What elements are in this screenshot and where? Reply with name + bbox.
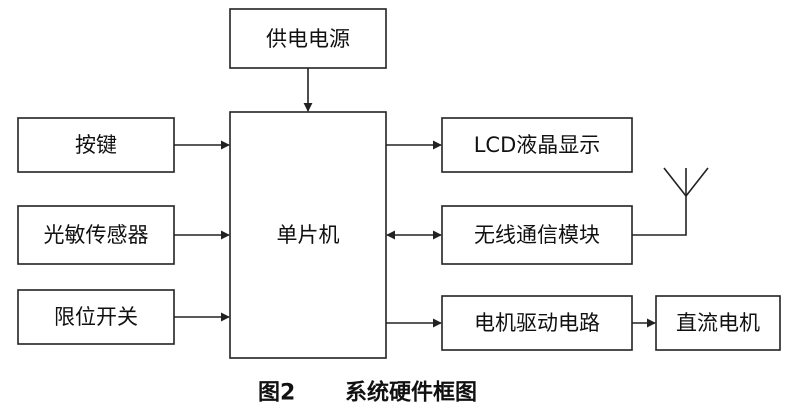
mcu-block: 单片机 (229, 111, 387, 359)
light-sensor-block: 光敏传感器 (17, 205, 175, 265)
figure-title: 系统硬件框图 (345, 380, 477, 406)
dc-motor-label: 直流电机 (676, 311, 760, 335)
light-sensor-label: 光敏传感器 (44, 223, 149, 247)
motor-driver-block: 电机驱动电路 (441, 295, 633, 351)
power-supply-block: 供电电源 (229, 8, 387, 69)
mcu-label: 单片机 (277, 223, 340, 247)
lcd-block: LCD液晶显示 (441, 117, 633, 173)
motor-driver-label: 电机驱动电路 (474, 311, 600, 335)
keys-block: 按键 (17, 117, 175, 173)
dc-motor-block: 直流电机 (655, 295, 781, 351)
wireless-module-label: 无线通信模块 (474, 223, 600, 247)
lcd-label: LCD液晶显示 (474, 133, 601, 157)
antenna-icon (632, 167, 709, 236)
power-supply-label: 供电电源 (266, 27, 350, 51)
figure-label: 图2 (258, 381, 295, 406)
limit-switch-label: 限位开关 (54, 305, 138, 329)
keys-label: 按键 (75, 133, 117, 157)
wireless-module-block: 无线通信模块 (441, 205, 633, 265)
limit-switch-block: 限位开关 (17, 289, 175, 345)
